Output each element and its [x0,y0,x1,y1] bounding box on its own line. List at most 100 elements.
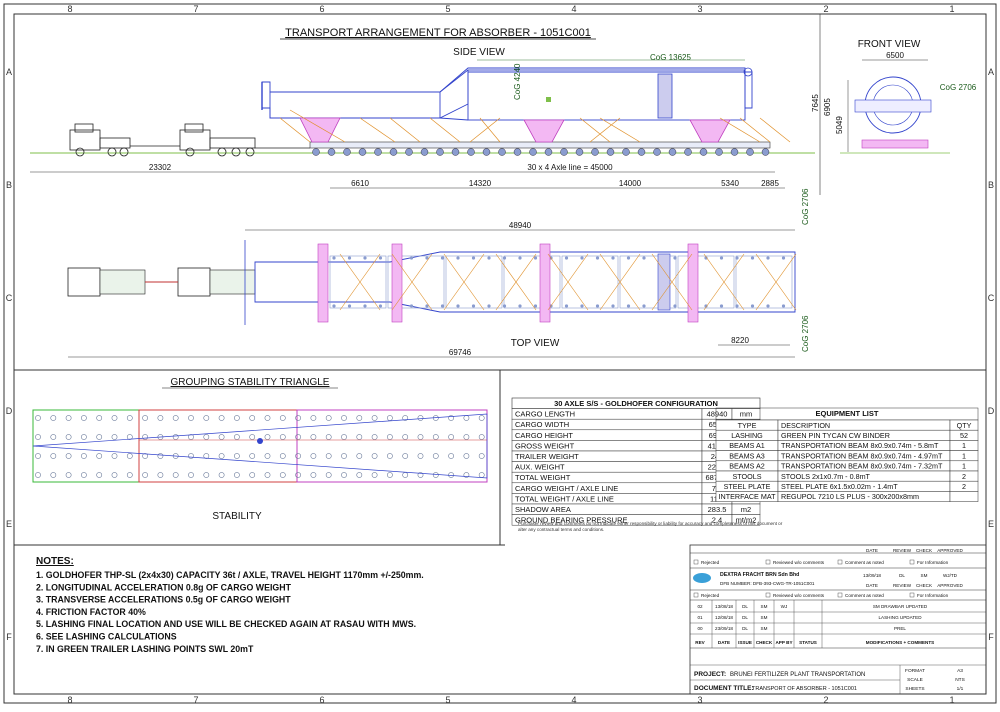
config-heading: 30 AXLE S/S - GOLDHOFER CONFIGURATION [554,399,718,408]
stability-wheel [65,453,72,459]
top-wheel [487,304,491,308]
status-label: Comment as noted [845,593,884,598]
grid-row-right: A [988,67,994,77]
axle-wheel [312,148,320,156]
top-lashing [547,253,589,311]
doc-title-label: DOCUMENT TITLE: [694,685,754,692]
status-checkbox[interactable] [837,559,843,565]
stability-wheel [81,415,87,421]
status-checkbox[interactable] [909,559,915,565]
top-wheel [347,304,352,308]
top-wheel [502,256,507,260]
stability-wheel [218,415,225,421]
stability-wheel [96,453,103,459]
deck-front [861,139,929,149]
equipment-value: STEEL PLATE [724,482,771,491]
trailer-module [503,255,561,309]
top-wheel [363,304,367,308]
front-h2: 6905 [823,98,832,116]
tb-meta-value: 1/1 [957,686,964,692]
top-wheel [533,304,538,308]
stability-wheel [325,415,332,421]
lashing-line [759,117,791,143]
stability-wheel [249,434,256,440]
stability-wheel [310,434,317,440]
stability-wheel [463,453,470,459]
top-lashing [339,253,381,311]
top-lashing [651,253,693,311]
top-wheel [471,256,476,260]
stability-wheel [50,415,57,421]
status-checkbox[interactable] [765,559,771,565]
trailer-module [735,255,793,309]
revision-header: REV [695,640,705,645]
lashings [279,109,791,143]
revision-cell: 12/08/18 [715,615,733,620]
top-wheel [518,256,522,260]
revision-cell: 13/08/18 [715,604,733,609]
revision-cell: DL [742,604,748,609]
grid-row-left: E [6,519,12,529]
grid-row-right: B [988,180,994,190]
tb-header-2: CHECK [916,583,933,588]
revision-header: MODIFICATIONS + COMMENTS [866,640,934,645]
status-checkbox[interactable] [765,592,771,598]
stability-wheel [157,472,164,478]
equipment-value: 1 [962,451,966,460]
stability-triangle [32,413,488,479]
axle-wheel [684,148,692,156]
config-value: SHADOW AREA [515,505,571,514]
top-lashing [755,253,797,311]
stability-wheel [50,453,57,459]
stability-wheel [111,472,118,478]
config-value: CARGO WEIGHT / AXLE LINE [515,484,618,493]
equipment-value: TRANSPORTATION BEAM 8x0.9x0.74m - 5.8mT [781,441,939,450]
grid-row-left: B [6,180,12,190]
saddles [299,117,731,143]
stability-wheel [35,472,41,478]
tb-header: CHECK [916,548,933,553]
axle-wheel [374,148,382,156]
top-lashing [495,253,537,311]
front-view: 6500 CoG 2706 7645 6905 5049 [811,51,977,154]
top-wheel [580,304,584,308]
tb-meta-value: A3 [957,668,963,674]
revision-cell: SM DRAWBAR UPDATED [873,604,928,609]
status-checkbox[interactable] [837,592,843,598]
grid-col-bottom: 3 [697,695,702,705]
trailer-module [677,255,735,309]
status-checkbox[interactable] [693,592,699,598]
title-block-frame [689,544,987,695]
note-item: 2. LONGITUDINAL ACCELERATION 0.8g OF CAR… [36,582,292,592]
stability-plan [32,409,488,483]
stability-wheel [203,415,210,421]
lashing-line [599,117,641,143]
top-wheel [580,256,584,260]
stability-wheel [417,472,424,478]
axle-wheel [699,148,708,156]
stability-wheel [279,453,286,459]
reinforcement-band [657,73,673,119]
status-label: Reviewed w/o comments [773,593,825,598]
status-label: For Information [917,560,949,565]
stability-wheel [371,453,378,459]
front-cog: CoG 2706 [940,83,977,92]
status-checkbox[interactable] [909,592,915,598]
saddle-front [854,99,932,113]
top-wheel [425,304,429,308]
stability-wheel [172,434,179,440]
status-checkbox[interactable] [693,559,699,565]
stability-wheel [264,415,271,421]
equipment-value: STOOLS [732,472,761,481]
top-lashing [703,253,745,311]
stability-wheel [249,472,256,478]
grid-col-bottom: 4 [571,695,576,705]
stability-wheel [111,415,118,421]
top-rear: 8220 [731,336,749,345]
dim-5340: 5340 [721,179,739,188]
stability-wheel [126,472,133,478]
stability-wheel [218,472,225,478]
stability-wheel [111,453,118,459]
doc-number: DFB NUMBER: DFB-393-CWG-TR-1051C001 [720,581,815,586]
